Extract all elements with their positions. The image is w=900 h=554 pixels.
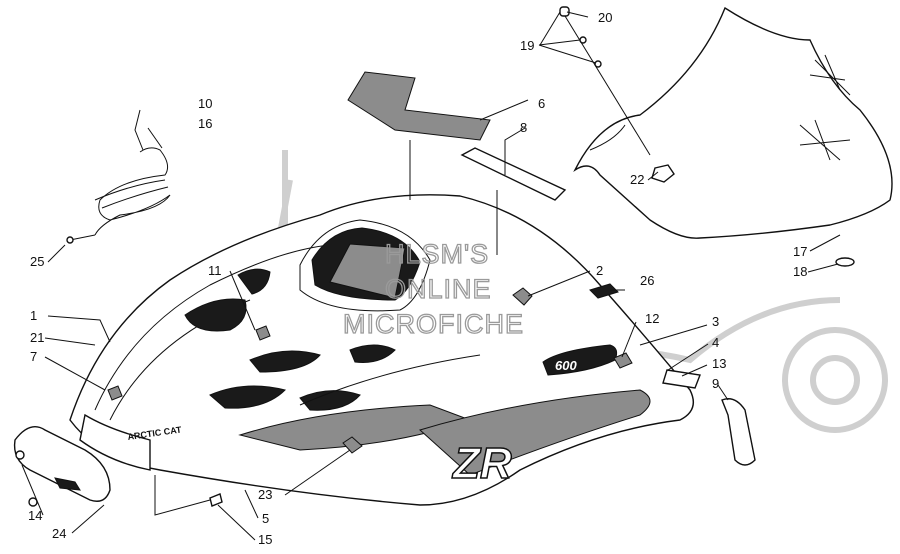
callout-19: 19 — [520, 38, 534, 53]
vent-4 — [299, 390, 361, 411]
model-letters-text: ZR — [451, 439, 512, 488]
watermark-line-3: MICROFICHE — [343, 309, 524, 339]
tether-cord — [66, 147, 171, 244]
model-number-decal: 600 — [542, 344, 618, 376]
callout-labels: 20 19 6 8 10 16 25 22 11 2 26 1 21 7 12 … — [28, 10, 807, 547]
rivet-12 — [613, 352, 633, 369]
screw-15 — [209, 493, 223, 507]
washer-19b — [594, 60, 602, 68]
callout-10: 10 — [198, 96, 212, 111]
callout-11: 11 — [208, 263, 222, 278]
callout-23: 23 — [258, 487, 272, 502]
watermark-line-1: HLSM'S — [385, 239, 489, 269]
rivet-cap-20 — [559, 6, 570, 17]
callout-26: 26 — [640, 273, 654, 288]
callout-18: 18 — [793, 264, 807, 279]
handle-9 — [721, 398, 756, 466]
callout-8: 8 — [520, 120, 527, 135]
callout-2: 2 — [596, 263, 603, 278]
vent-1 — [249, 350, 321, 373]
callout-25: 25 — [30, 254, 44, 269]
callout-13: 13 — [712, 356, 726, 371]
callout-20: 20 — [598, 10, 612, 25]
callout-6: 6 — [538, 96, 545, 111]
rivet-7 — [107, 385, 123, 401]
callout-22: 22 — [630, 172, 644, 187]
windshield — [573, 6, 893, 239]
callout-15: 15 — [258, 532, 272, 547]
callout-5: 5 — [262, 511, 269, 526]
rivet-11 — [255, 325, 271, 341]
decal-6 — [347, 71, 491, 141]
watermark-line-2: ONLINE — [385, 274, 492, 304]
callout-3: 3 — [712, 314, 719, 329]
grommet-18 — [835, 257, 855, 267]
model-number-text: 600 — [555, 358, 577, 373]
hood-decals — [347, 71, 619, 299]
callout-1: 1 — [30, 308, 37, 323]
intake-upper — [237, 268, 271, 295]
hood-hardware — [107, 287, 756, 507]
rivet-2 — [512, 287, 533, 306]
watermark: HLSM'S ONLINE MICROFICHE — [342, 238, 524, 339]
callout-7: 7 — [30, 349, 37, 364]
front-bumper — [13, 426, 111, 507]
callout-17: 17 — [793, 244, 807, 259]
zr-graphic — [419, 389, 651, 476]
callout-4: 4 — [712, 335, 719, 350]
decal-26 — [589, 283, 619, 299]
callout-16: 16 — [198, 116, 212, 131]
vent-2 — [349, 344, 396, 363]
rivet-23 — [342, 436, 363, 454]
vent-3 — [209, 385, 286, 409]
callout-9: 9 — [712, 376, 719, 391]
leader-lines — [21, 11, 841, 541]
hood — [69, 194, 694, 506]
intake-left — [184, 298, 247, 332]
callout-21: 21 — [30, 330, 44, 345]
callout-14: 14 — [28, 508, 42, 523]
decal-8 — [460, 147, 567, 201]
callout-12: 12 — [645, 311, 659, 326]
callout-24: 24 — [52, 526, 66, 541]
